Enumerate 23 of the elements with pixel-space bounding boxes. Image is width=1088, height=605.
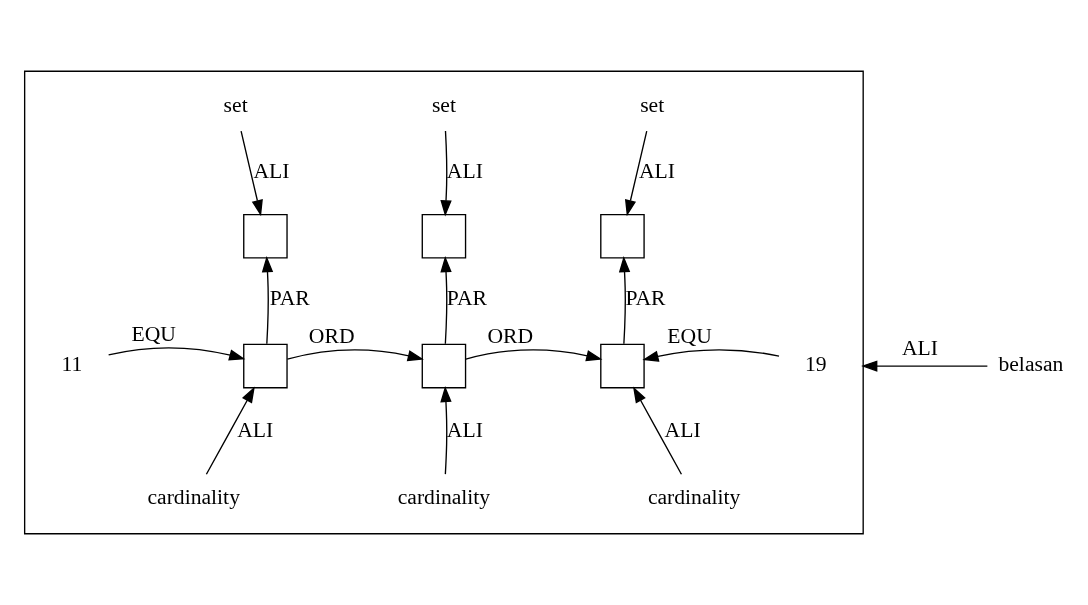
node-text: belasan — [998, 352, 1064, 377]
edge-label: ALI — [664, 418, 701, 443]
node-text: set — [223, 92, 248, 117]
node-text: set — [640, 92, 665, 117]
edge-label: PAR — [625, 285, 666, 310]
edge-label: ALI — [253, 158, 290, 183]
node-text: cardinality — [147, 484, 240, 509]
edge-label: ALI — [901, 335, 938, 360]
edge-label: ORD — [487, 323, 534, 348]
edge-label: ORD — [308, 323, 355, 348]
node-text: 19 — [805, 352, 827, 377]
edge-label: EQU — [667, 323, 712, 348]
edge-label: EQU — [131, 321, 176, 346]
node-text: cardinality — [397, 484, 491, 509]
node-text: cardinality — [647, 484, 741, 509]
edge-label: ALI — [638, 158, 675, 183]
node-text: set — [431, 92, 456, 117]
edge-label: ALI — [237, 418, 274, 443]
node-text: 11 — [61, 352, 83, 377]
edge-label: PAR — [446, 285, 487, 310]
edge-label: PAR — [269, 285, 310, 310]
edge-label: ALI — [446, 418, 483, 443]
edge-label: ALI — [446, 158, 483, 183]
